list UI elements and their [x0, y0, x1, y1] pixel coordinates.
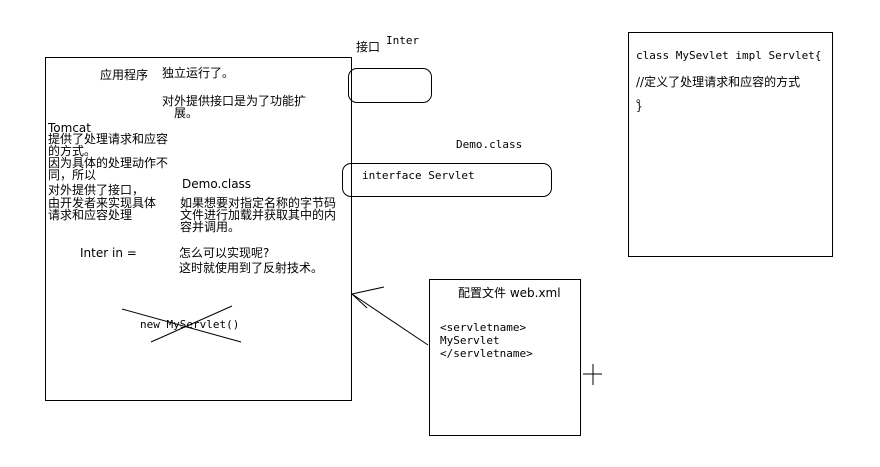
config-file-box [429, 279, 581, 436]
strike-line-1 [121, 308, 242, 343]
demo-class-label: Demo.class [456, 138, 523, 151]
arrow-head-lower [351, 293, 368, 309]
tomcat-line-8: 请求和应容处理 [48, 208, 133, 222]
arrow-shaft [351, 293, 429, 346]
class-line-4: } [636, 100, 643, 113]
config-line-3: </servletname> [440, 347, 533, 360]
how-line-2: 这时就使用到了反射技术。 [179, 261, 324, 275]
demo-class-text: Demo.class [182, 177, 252, 191]
inter-interface-box [348, 68, 432, 103]
reflect-line-3: 容并调用。 [180, 220, 241, 234]
class-line-3: 。 [636, 91, 649, 105]
reflect-line-2: 文件进行加载并获取其中的内 [180, 208, 337, 222]
interface-purpose-line-1: 对外提供接口是为了功能扩 [162, 94, 307, 108]
config-file-title: 配置文件 web.xml [458, 286, 561, 300]
tomcat-line-7: 由开发者来实现具体 [48, 196, 157, 210]
application-label: 应用程序 [100, 68, 149, 82]
config-line-1: <servletname> [440, 321, 527, 334]
strike-line-2 [150, 305, 233, 343]
arrow-head-upper [351, 286, 385, 295]
tomcat-line-4: 因为具体的处理动作不 [48, 156, 169, 170]
inter-in-text: Inter in = [80, 246, 137, 260]
class-line-1: class MySevlet impl Servlet{ [636, 49, 822, 62]
interface-purpose-line-2: 展。 [174, 106, 199, 120]
class-line-2: //定义了处理请求和应容的方式 [636, 75, 801, 89]
interface-servlet-box [342, 163, 552, 197]
config-line-2: MyServlet [440, 334, 500, 347]
myservlet-class-box [628, 32, 833, 257]
tomcat-line-5: 同，所以 [48, 168, 97, 182]
reflect-line-1: 如果想要对指定名称的字节码 [180, 196, 337, 210]
tomcat-line-2: 提供了处理请求和应容 [48, 132, 169, 146]
tomcat-line-1: Tomcat [48, 121, 91, 135]
how-line-1: 怎么可以实现呢? [179, 246, 270, 260]
interface-label-en: Inter [386, 34, 420, 47]
application-box [45, 57, 352, 401]
interface-label-cn: 接口 [356, 40, 381, 54]
interface-servlet-text: interface Servlet [362, 169, 475, 182]
runs-alone-text: 独立运行了。 [162, 66, 235, 80]
tomcat-line-6: 对外提供了接口， [48, 183, 145, 197]
tomcat-line-3: 的方式。 [48, 144, 97, 158]
